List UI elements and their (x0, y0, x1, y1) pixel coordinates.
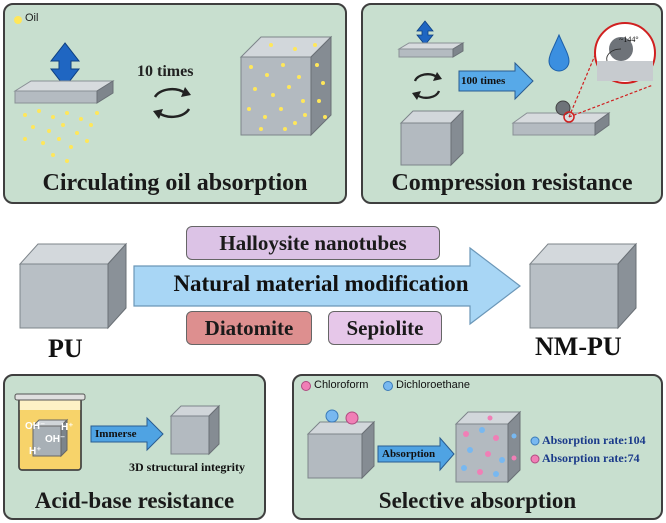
compression-illustration (397, 20, 656, 167)
modification-label: Natural material modification (173, 271, 469, 296)
panel-circulating-oil-absorption: Oil 10 times Circulating oil absorption (3, 3, 347, 204)
zoom-line (568, 40, 602, 118)
foam-cube (399, 109, 465, 167)
nm-pu-cube (528, 242, 638, 330)
foam-slab (13, 80, 115, 104)
immerse-arrow (90, 416, 164, 452)
modification-arrow (133, 246, 521, 326)
panel-title: Acid-base resistance (34, 488, 235, 513)
oh-ion-label: OH⁻ (45, 434, 66, 445)
dichloroethane-legend-dot (383, 381, 393, 391)
pu-label: PU (48, 334, 83, 363)
nm-pu-label: NM-PU (535, 332, 622, 361)
contact-angle-zoom (594, 22, 656, 84)
acid-base-illustration (14, 393, 221, 471)
absorption-rate-1: Absorption rate:104 (542, 433, 646, 447)
oil-filled-foam-cube (239, 35, 333, 137)
absorption-arrow (377, 436, 455, 472)
absorbed-foam-cube (454, 410, 522, 484)
center-illustration (18, 242, 638, 330)
dichloroethane-legend-label: Dichloroethane (396, 379, 470, 391)
absorption-arrow-label: Absorption (382, 448, 436, 460)
small-double-arrow-icon (416, 20, 434, 46)
oh-ion-label: OH⁻ (25, 421, 46, 432)
press-double-arrow-icon (49, 42, 81, 88)
halloysite-label: Halloysite nanotubes (186, 226, 440, 260)
panel-title: Circulating oil absorption (42, 170, 308, 196)
water-drop-icon (548, 33, 570, 72)
chloroform-legend-dot (301, 381, 311, 391)
panel-title: Selective absorption (378, 488, 577, 513)
oil-legend-label: Oil (25, 12, 39, 24)
sepiolite-label: Sepiolite (328, 311, 442, 345)
absorption-rate-2: Absorption rate:74 (542, 451, 640, 465)
oil-legend-dot (14, 16, 22, 24)
h-ion-label: H⁺ (61, 422, 74, 433)
integrity-label: 3D structural integrity (129, 460, 245, 474)
oil-droplets (23, 109, 99, 163)
compressed-slab (397, 42, 465, 58)
immerse-label: Immerse (95, 428, 137, 440)
panel-acid-base-resistance: OH⁻ OH⁻ H⁺ H⁺ Immerse 3D structural inte… (3, 374, 266, 520)
cycle-arrows-icon (412, 72, 442, 100)
panel-title: Compression resistance (391, 170, 633, 196)
diatomite-label: Diatomite (186, 311, 312, 345)
selective-absorption-illustration (301, 381, 540, 484)
h-ion-label: H⁺ (29, 446, 42, 457)
pu-cube (18, 242, 128, 330)
chloroform-rate-dot (530, 454, 540, 464)
cycles-label: 10 times (137, 63, 194, 80)
beaker-icon (14, 393, 86, 471)
zoom-line (568, 84, 654, 118)
cycles-arrow (458, 61, 534, 101)
compression-cycles-label: 100 times (461, 75, 506, 87)
foam-slab-with-droplet (511, 100, 611, 136)
panel-selective-absorption: Chloroform Dichloroethane Absorption Abs… (292, 374, 663, 520)
foam-cube-with-droplets (306, 409, 376, 480)
intact-foam-cube (169, 404, 221, 456)
chloroform-legend-label: Chloroform (314, 379, 369, 391)
panel-compression-resistance: 100 times ~144° Compression resistance (361, 3, 663, 204)
contact-angle-label: ~144° (619, 35, 639, 44)
cycle-arrows-icon (153, 87, 191, 119)
dichloroethane-rate-dot (530, 436, 540, 446)
oil-absorption-illustration (13, 16, 333, 163)
